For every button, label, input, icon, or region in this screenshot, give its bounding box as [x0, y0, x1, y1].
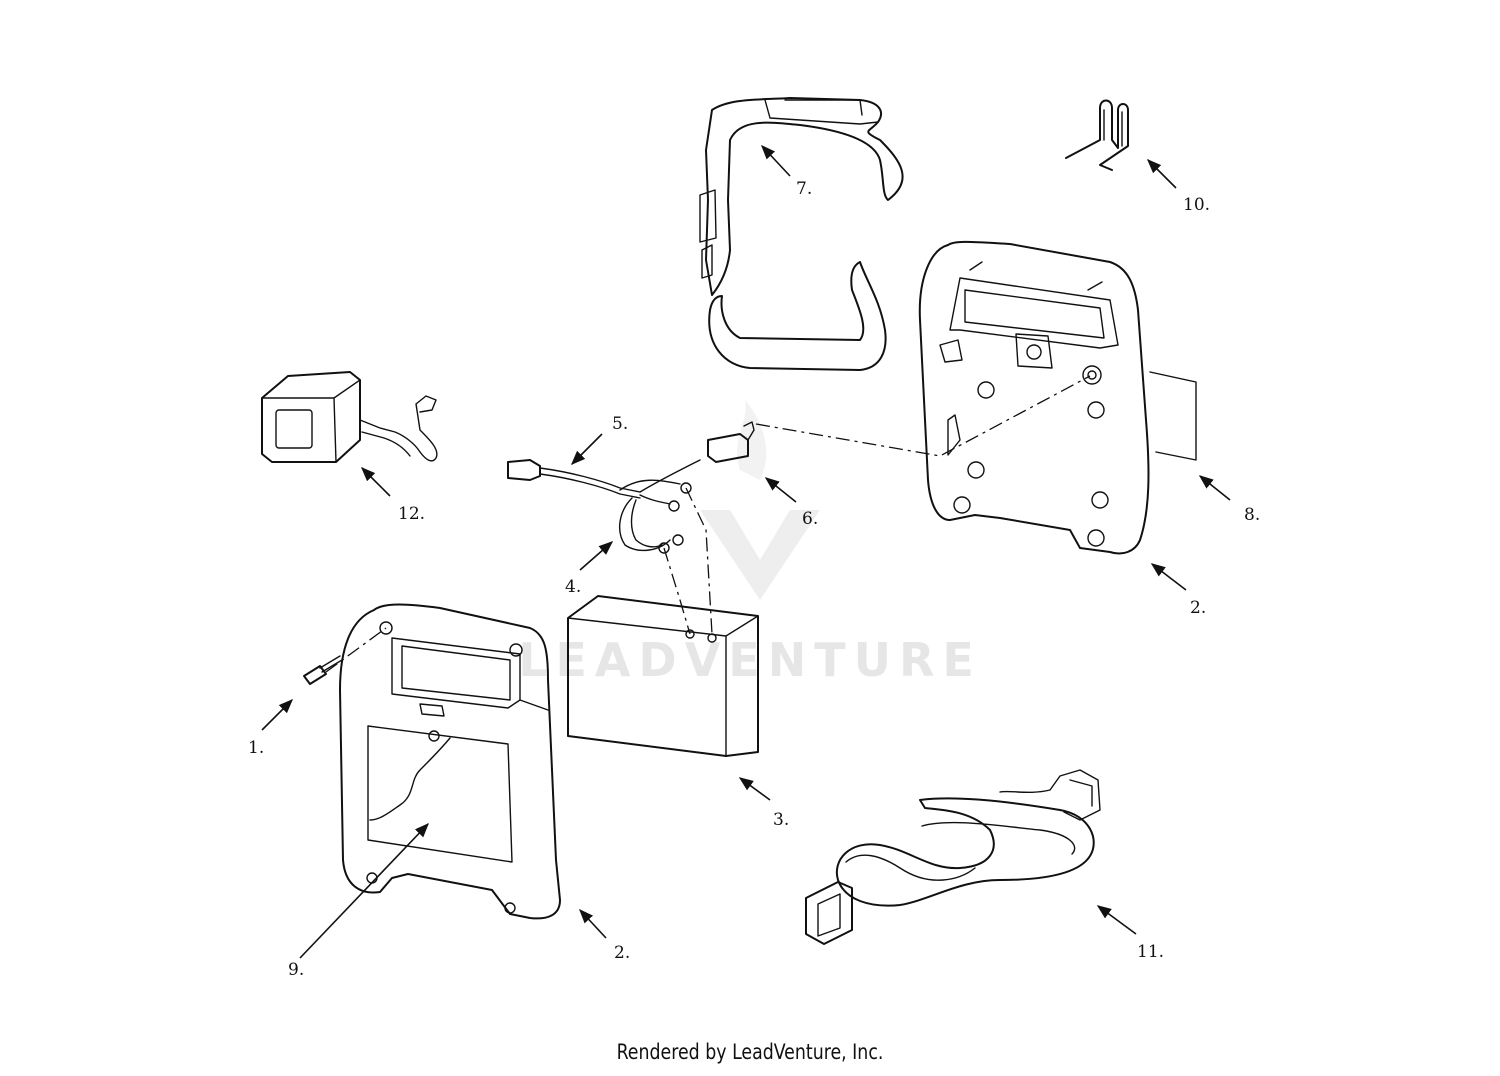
assembly-line-wire-1 [685, 487, 713, 635]
callout-3: 3. [773, 810, 789, 830]
part-rear-housing [918, 240, 1197, 555]
assembly-line-switch [755, 375, 1091, 457]
part-strap [805, 769, 1101, 945]
assembly-line-screw [325, 627, 387, 673]
callout-4: 4. [565, 577, 581, 597]
part-carry-frame [699, 97, 904, 371]
part-charger [261, 371, 438, 463]
callout-9: 9. [288, 960, 304, 980]
callout-5: 5. [612, 414, 628, 434]
watermark-text: LEADVENTURE [518, 633, 982, 687]
callout-10: 10. [1183, 195, 1210, 215]
callout-8: 8. [1244, 505, 1260, 525]
callout-2-front: 2. [614, 943, 630, 963]
part-screw [303, 655, 343, 685]
footer-credit: Rendered by LeadVenture, Inc. [616, 1040, 884, 1064]
callout-7: 7. [796, 179, 812, 199]
part-battery [567, 595, 759, 757]
part-wiring-harness [507, 421, 755, 554]
callout-12: 12. [398, 504, 425, 524]
part-front-housing [339, 603, 561, 920]
leader-arrows [261, 144, 1231, 959]
callout-1: 1. [248, 738, 264, 758]
callout-11: 11. [1137, 942, 1164, 962]
assembly-line-wire-2 [663, 547, 691, 635]
watermark-logo [700, 400, 820, 600]
callout-2-rear: 2. [1190, 598, 1206, 618]
callout-6: 6. [802, 509, 818, 529]
part-wire-clip [1065, 99, 1129, 171]
